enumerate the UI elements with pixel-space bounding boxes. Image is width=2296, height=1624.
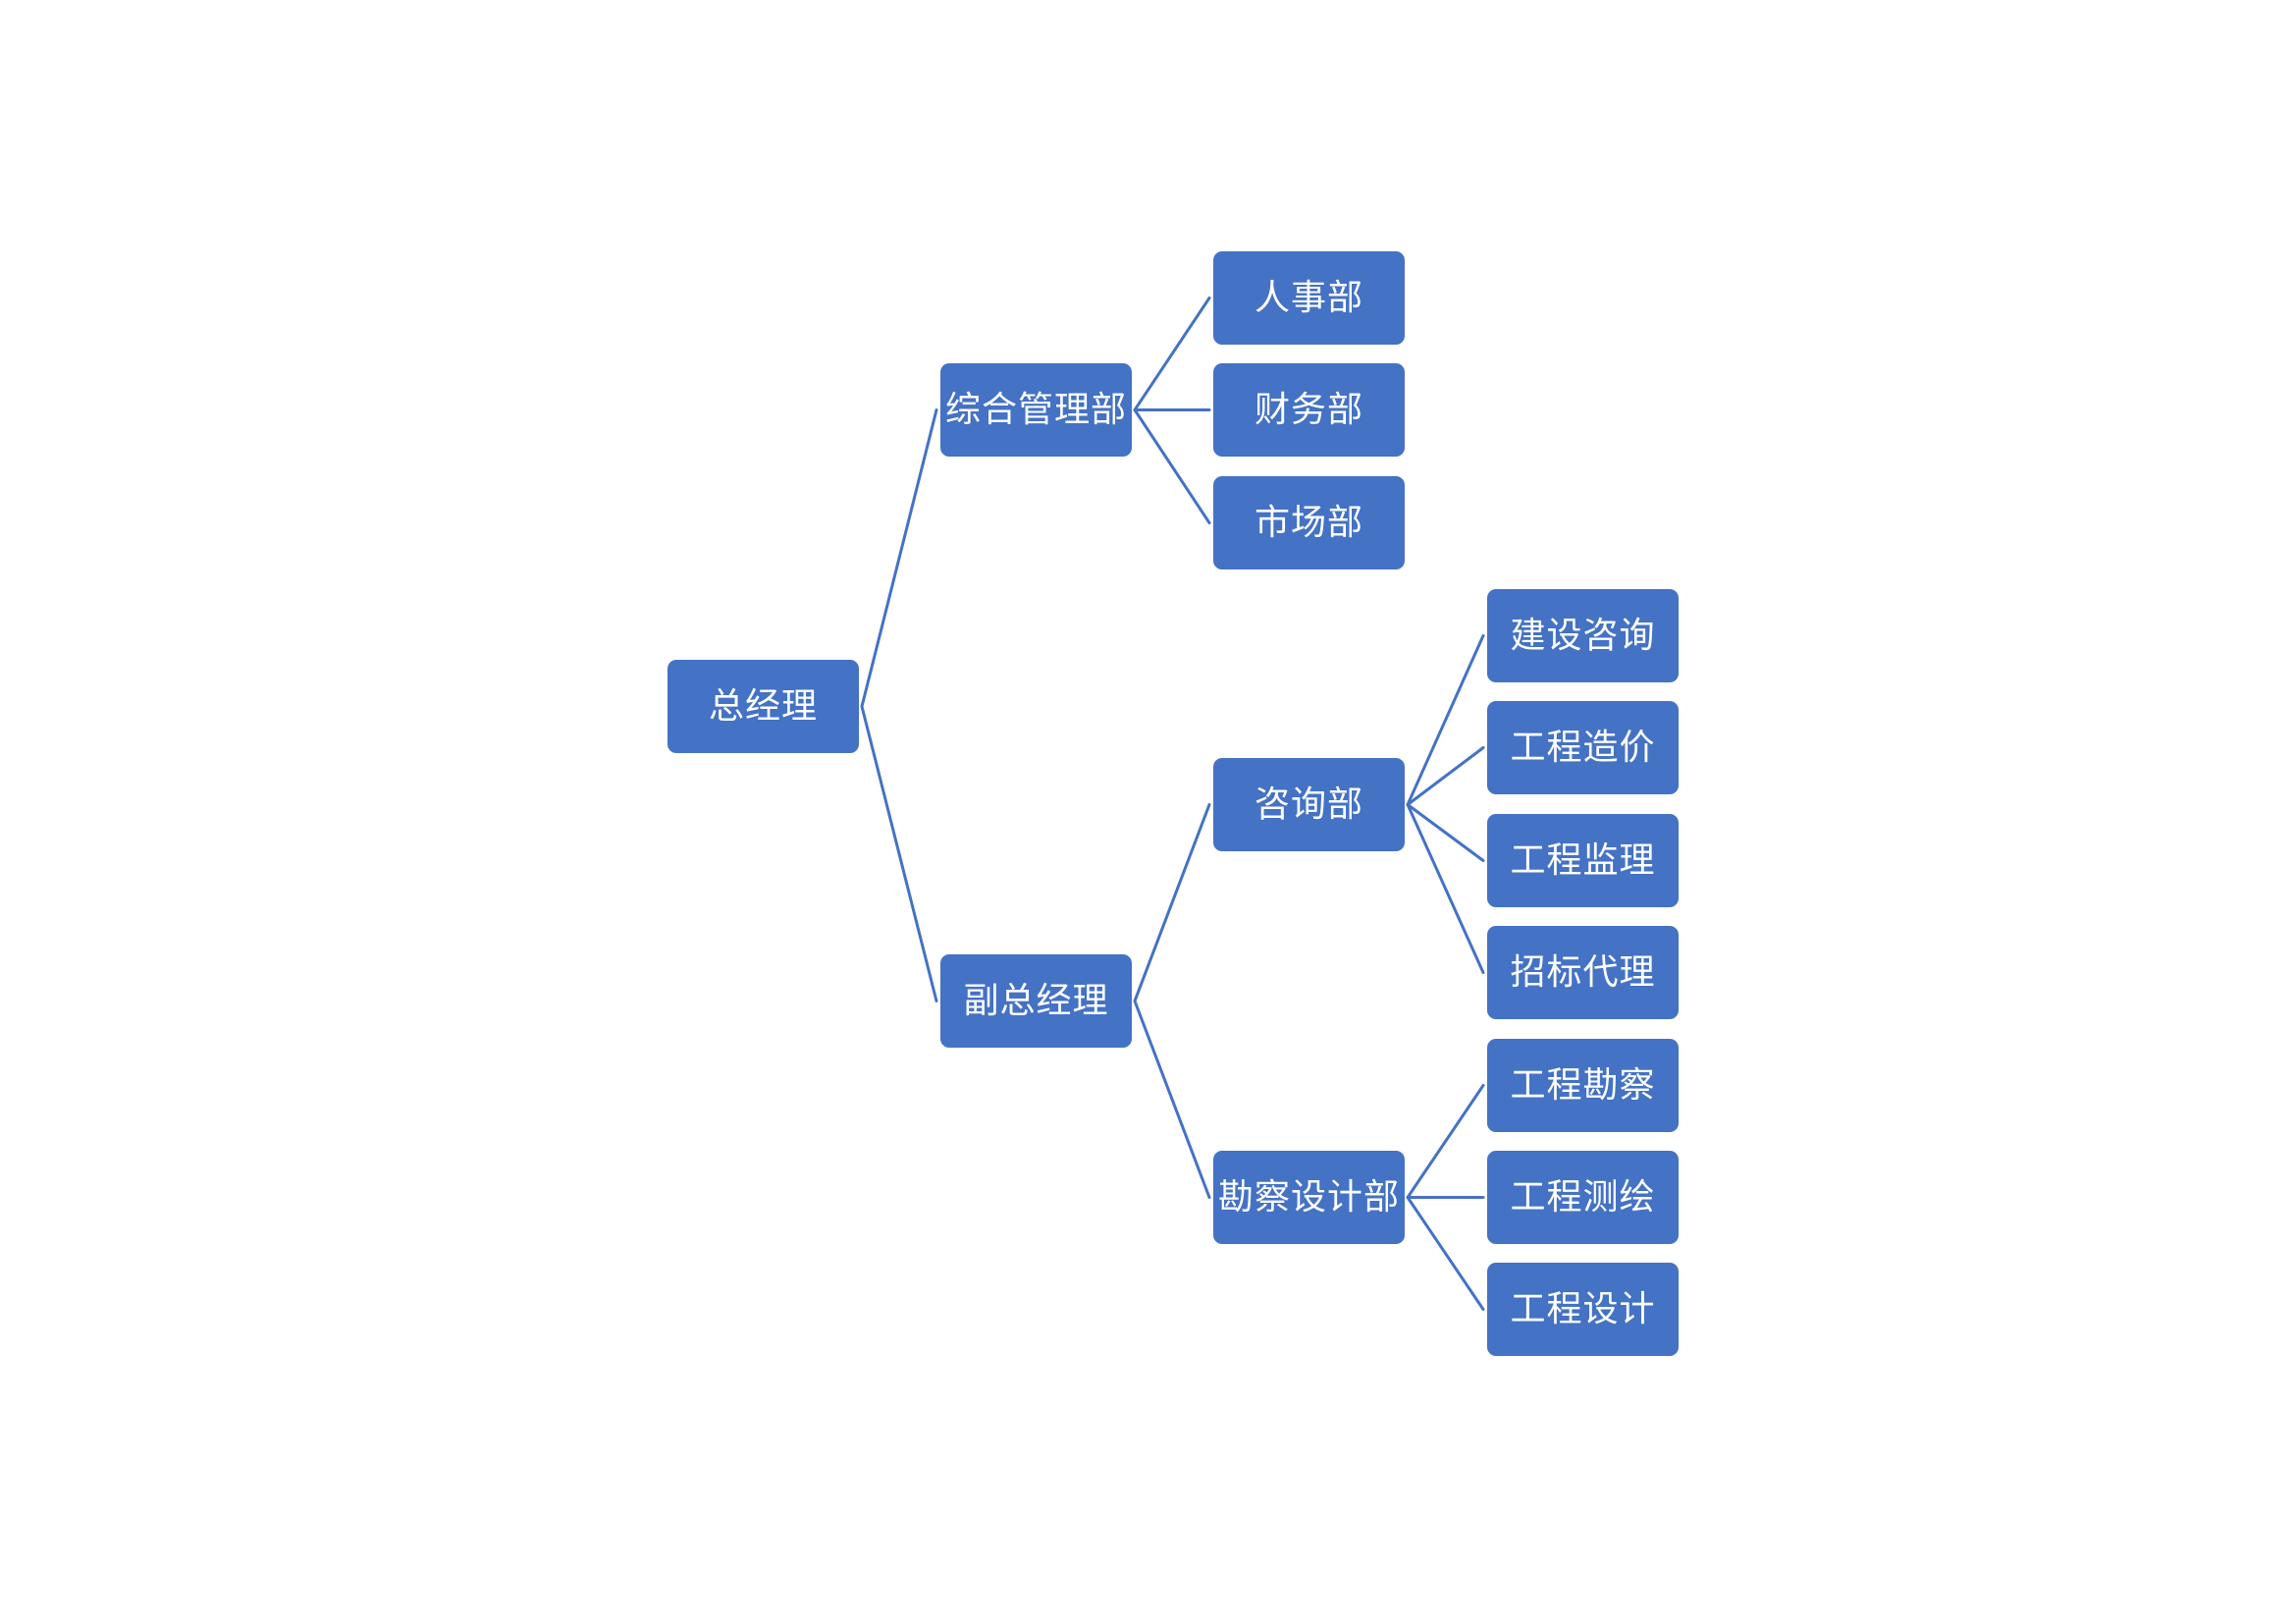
node-general-manager[interactable]: 总经理 xyxy=(667,660,859,753)
node-label: 招标代理 xyxy=(1510,951,1656,993)
connector-survey_design-to-engineering_survey xyxy=(1406,1084,1485,1199)
connector-consulting-to-supervision xyxy=(1406,803,1485,862)
connector-survey_design-to-engineering_design xyxy=(1406,1196,1485,1311)
node-general-admin-dept[interactable]: 综合管理部 xyxy=(940,363,1132,457)
connector-admin-to-hr xyxy=(1133,297,1211,411)
node-engineering-design[interactable]: 工程设计 xyxy=(1487,1263,1679,1356)
node-marketing-dept[interactable]: 市场部 xyxy=(1213,476,1405,569)
connector-consulting-to-cost_estimation xyxy=(1406,746,1485,806)
node-construction-consulting[interactable]: 建设咨询 xyxy=(1487,589,1679,682)
node-hr-dept[interactable]: 人事部 xyxy=(1213,251,1405,345)
node-surveying-mapping[interactable]: 工程测绘 xyxy=(1487,1151,1679,1244)
node-label: 建设咨询 xyxy=(1510,615,1656,656)
connector-consulting-to-tender_agency xyxy=(1406,803,1485,974)
node-label: 咨询部 xyxy=(1254,784,1363,825)
node-label: 勘察设计部 xyxy=(1217,1176,1400,1218)
node-label: 工程造价 xyxy=(1510,727,1656,768)
connector-admin-to-market xyxy=(1133,408,1211,524)
connector-vp-to-survey_design xyxy=(1133,1000,1211,1199)
node-label: 工程监理 xyxy=(1510,839,1656,881)
node-consulting-dept[interactable]: 咨询部 xyxy=(1213,758,1405,851)
connector-consulting-to-construction_consulting xyxy=(1406,634,1485,806)
node-label: 工程测绘 xyxy=(1510,1176,1656,1218)
node-label: 工程设计 xyxy=(1510,1288,1656,1329)
node-label: 工程勘察 xyxy=(1510,1064,1656,1106)
node-cost-estimation[interactable]: 工程造价 xyxy=(1487,701,1679,794)
node-survey-design-dept[interactable]: 勘察设计部 xyxy=(1213,1151,1405,1244)
connector-ceo-to-vp xyxy=(860,705,938,1002)
node-deputy-general-manager[interactable]: 副总经理 xyxy=(940,954,1132,1048)
node-label: 副总经理 xyxy=(963,980,1109,1021)
node-engineering-survey[interactable]: 工程勘察 xyxy=(1487,1039,1679,1132)
connector-vp-to-consulting xyxy=(1133,803,1211,1002)
node-label: 市场部 xyxy=(1254,502,1363,543)
node-label: 总经理 xyxy=(708,685,818,727)
connector-ceo-to-admin xyxy=(860,408,938,708)
node-engineering-supervision[interactable]: 工程监理 xyxy=(1487,814,1679,907)
node-tender-agency[interactable]: 招标代理 xyxy=(1487,926,1679,1019)
node-label: 财务部 xyxy=(1254,389,1363,430)
node-finance-dept[interactable]: 财务部 xyxy=(1213,363,1405,457)
node-label: 人事部 xyxy=(1254,277,1363,318)
node-label: 综合管理部 xyxy=(944,389,1127,430)
